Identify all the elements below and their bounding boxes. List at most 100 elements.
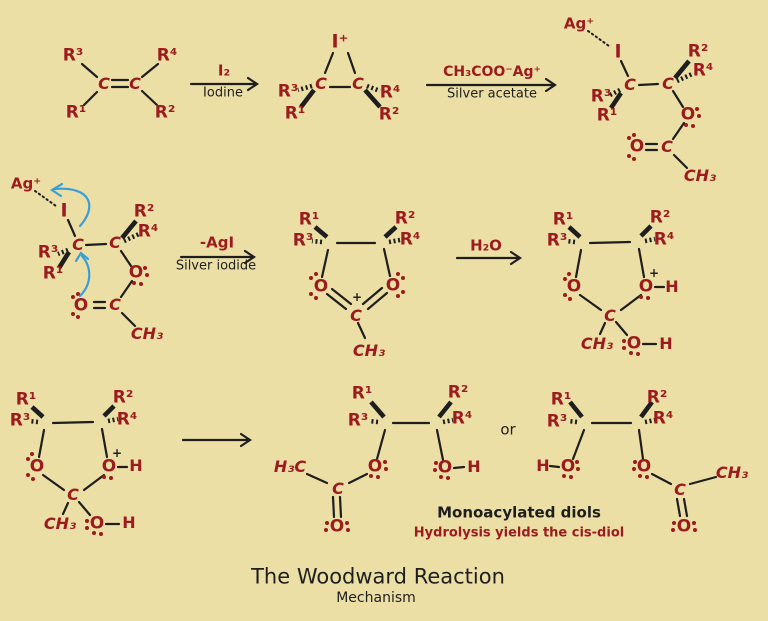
atom-label-r3: R³ [37, 242, 59, 263]
atom-label-o: O [29, 456, 45, 477]
charge-plus: + [111, 446, 123, 460]
arrow-reagent-label: -AgI [199, 233, 235, 252]
atom-label-o: O [636, 456, 652, 477]
atom-label-ch3: CH₃ [580, 334, 614, 353]
atom-label-c: C [67, 485, 79, 504]
atom-label-r2: R² [394, 208, 416, 229]
caption-monoacylated-diols: Monoacylated diols [437, 503, 601, 522]
reaction-arrow-water [455, 250, 522, 266]
atom-label-h: H [665, 277, 679, 296]
atom-label-r2: R² [133, 201, 155, 222]
atom-label-r4: R⁴ [137, 221, 159, 242]
atom-label-o: O [638, 276, 654, 297]
atom-label-r1: R¹ [552, 209, 574, 230]
atom-label-c: C [661, 137, 673, 156]
atom-label-h: H [122, 513, 136, 532]
reaction-arrow-iodine [189, 76, 259, 92]
atom-label-r4: R⁴ [399, 229, 421, 250]
reaction-arrow-silver-iodide [179, 249, 256, 265]
reaction-arrow-final [181, 432, 252, 448]
atom-label-iodine: I [60, 199, 68, 222]
atom-label-r2: R² [646, 387, 668, 408]
atom-label-r1: R¹ [596, 105, 618, 126]
atom-label-o: O [560, 456, 576, 477]
atom-label-r3: R³ [546, 230, 568, 251]
atom-label-r4: R⁴ [692, 60, 714, 81]
curved-electron-arrows [49, 182, 91, 298]
arrow-reagent-label: I₂ [217, 61, 231, 80]
atom-label-r4: R⁴ [116, 409, 138, 430]
atom-label-r1: R¹ [284, 103, 306, 124]
atom-label-o: O [626, 333, 642, 354]
atom-label-r4: R⁴ [451, 408, 473, 429]
atom-label-ch3: CH₃ [352, 341, 386, 360]
atom-label-iodine: I [614, 40, 622, 63]
atom-label-ch3: CH₃ [43, 514, 77, 533]
page-subtitle: Mechanism [336, 590, 416, 606]
atom-label-o: O [566, 276, 582, 297]
iodonium-bonds [297, 51, 382, 109]
atom-label-r2: R² [112, 387, 134, 408]
atom-label-r1: R¹ [15, 389, 37, 410]
atom-label-h3c: H₃C [273, 457, 307, 476]
orthoester-bonds-2 [26, 404, 129, 536]
acetoxy-iodide-attack-bonds [34, 190, 149, 328]
atom-label-r4: R⁴ [652, 408, 674, 429]
atom-label-h: H [467, 457, 481, 476]
atom-label-o: O [329, 516, 345, 537]
atom-label-c: C [352, 74, 364, 93]
atom-label-o: O [128, 262, 144, 283]
atom-label-r3: R³ [277, 81, 299, 102]
atom-label-silver: Ag⁺ [563, 14, 595, 33]
atom-label-c: C [332, 479, 344, 498]
atom-label-c: C [72, 235, 84, 254]
atom-label-r1: R¹ [298, 209, 320, 230]
atom-label-silver: Ag⁺ [10, 174, 42, 193]
atom-label-o: O [385, 275, 401, 296]
arrow-reagent-label: H₂O [470, 236, 502, 255]
atom-label-r1: R¹ [65, 102, 87, 123]
atom-label-r3: R³ [292, 230, 314, 251]
atom-label-c: C [674, 480, 686, 499]
charge-plus: + [351, 290, 363, 304]
orthoester-bonds [563, 224, 666, 356]
arrow-reagent-name: Iodine [203, 85, 243, 101]
atom-label-ch3: CH₃ [715, 463, 749, 482]
atom-label-r2: R² [378, 104, 400, 125]
arrow-reagent-name: Silver acetate [447, 86, 537, 102]
atom-label-iodine-cation: I⁺ [331, 30, 349, 53]
atom-label-r1: R¹ [351, 383, 373, 404]
atom-label-r2: R² [649, 207, 671, 228]
atom-label-h: H [536, 456, 550, 475]
arrow-reagent-name: Silver iodide [175, 258, 257, 274]
atom-label-r2: R² [154, 102, 176, 123]
atom-label-r1: R¹ [550, 389, 572, 410]
atom-label-r4: R⁴ [653, 229, 675, 250]
caption-hydrolysis: Hydrolysis yields the cis-diol [413, 525, 625, 541]
atom-label-h: H [129, 456, 143, 475]
atom-label-r2: R² [687, 41, 709, 62]
reaction-arrow-silver-acetate [425, 77, 557, 93]
atom-label-c: C [109, 233, 121, 252]
product-b-bonds [548, 400, 718, 532]
atom-label-h: H [659, 334, 673, 353]
atom-label-ch3: CH₃ [130, 324, 164, 343]
atom-label-c: C [624, 75, 636, 94]
atom-label-r4: R⁴ [379, 82, 401, 103]
atom-label-r3: R³ [9, 410, 31, 431]
atom-label-c: C [315, 74, 327, 93]
or-text: or [500, 420, 516, 439]
atom-label-o: O [629, 136, 645, 157]
atom-label-o: O [367, 456, 383, 477]
arrow-reagent-label: CH₃COO⁻Ag⁺ [443, 64, 541, 80]
atom-label-r3: R³ [62, 45, 84, 66]
